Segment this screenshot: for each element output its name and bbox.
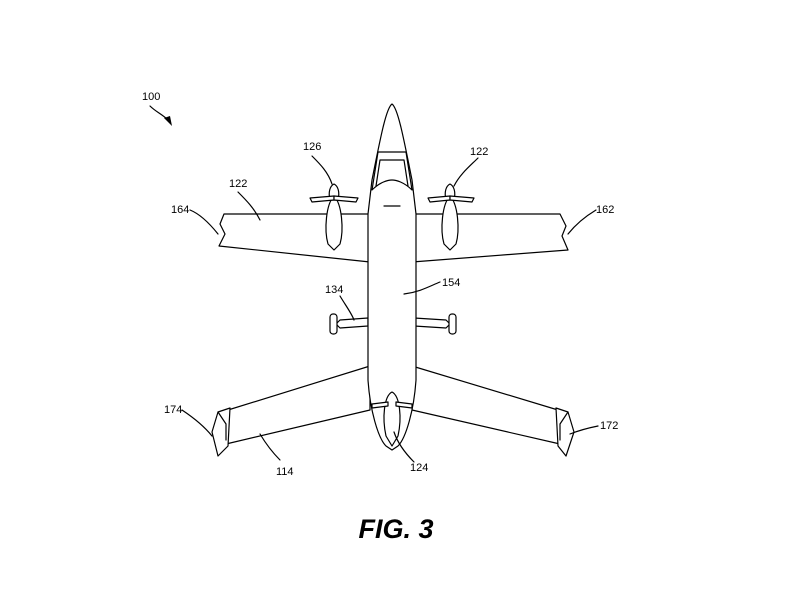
- ref-right-wingtip: 162: [596, 204, 614, 216]
- tail-rotor-blade-right: [395, 401, 413, 409]
- ref-tail-rotor: 124: [410, 462, 428, 474]
- left-front-wing: [218, 213, 371, 263]
- right-front-wing: [411, 213, 569, 263]
- left-strut: [335, 317, 369, 329]
- left-strut-pod: [329, 313, 338, 335]
- right-strut: [413, 317, 451, 329]
- ref-right-wing: 122: [470, 146, 488, 158]
- fuselage: [367, 103, 417, 451]
- leader-lines: [149, 105, 599, 463]
- ref-fuselage: 154: [442, 277, 460, 289]
- left-nacelle: [325, 195, 343, 251]
- figure-caption: FIG. 3: [358, 514, 434, 544]
- left-rotor-blade-b: [333, 195, 359, 203]
- tail-rotor-blade-left: [371, 401, 389, 409]
- ref-left-wingtip: 164: [171, 204, 189, 216]
- ref-left-wing-rotor: 126: [303, 141, 321, 153]
- ref-side-strut: 134: [325, 284, 343, 296]
- canopy: [371, 151, 413, 191]
- right-strut-pod: [448, 313, 457, 335]
- ref-tail: 114: [276, 466, 294, 478]
- right-nacelle: [441, 195, 459, 251]
- ref-left-tail-tip: 174: [164, 404, 182, 416]
- ref-aircraft: 100: [142, 91, 160, 103]
- right-rear-wing: [411, 365, 561, 445]
- right-rotor-blade-b: [449, 195, 475, 203]
- ref-left-wing: 122: [229, 178, 247, 190]
- left-rear-wing: [225, 365, 371, 445]
- left-tail-tip-fin: [211, 407, 231, 457]
- ref-right-tail-tip: 172: [600, 420, 618, 432]
- right-tail-tip-fin: [555, 407, 575, 457]
